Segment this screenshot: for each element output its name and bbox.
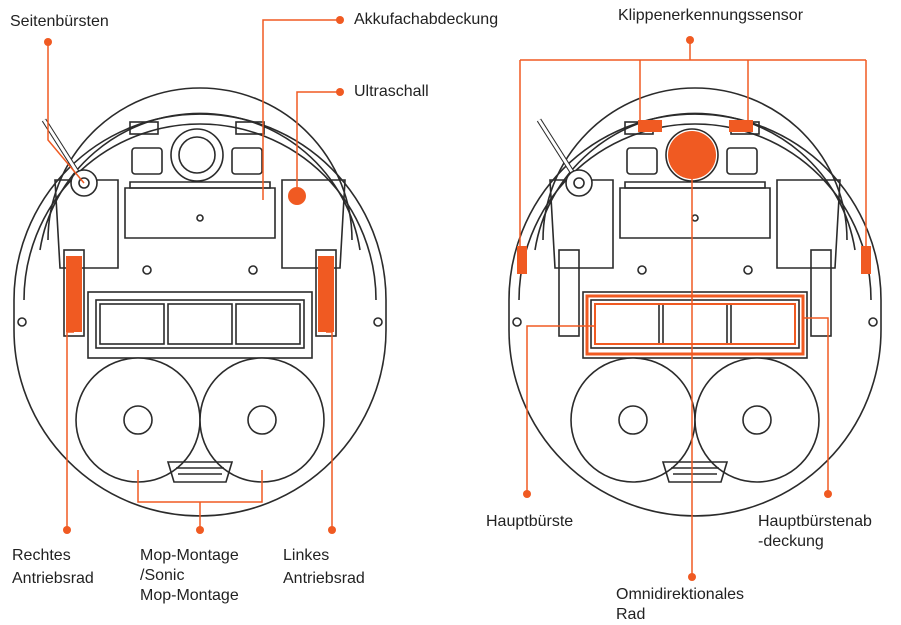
label-hauptbuerstenabdeckung: Hauptbürstenab -deckung xyxy=(758,512,872,552)
label-omnidirektionales-rad: Omnidirektionales Rad xyxy=(616,585,744,625)
leader-lines xyxy=(47,19,867,577)
label-rechtes-line2: Antriebsrad xyxy=(12,570,94,587)
robot-right xyxy=(508,87,882,517)
label-omni-line1: Omnidirektionales xyxy=(616,586,745,603)
label-ultraschall: Ultraschall xyxy=(354,83,429,100)
robot-left xyxy=(13,87,387,517)
left-drive-wheel xyxy=(318,256,334,332)
label-mop-montage: Mop-Montage /Sonic Mop-Montage xyxy=(140,546,239,606)
label-linkes-line1: Linkes xyxy=(283,547,330,564)
main-brush-highlight xyxy=(594,303,796,345)
label-omni-line2: Rad xyxy=(616,606,646,623)
label-hauptabdeckung-line2: -deckung xyxy=(758,533,824,550)
label-mop-line2: /Sonic xyxy=(140,567,185,584)
label-rechtes-line1: Rechtes xyxy=(12,547,71,564)
cliff-sensor-side-left xyxy=(517,246,527,274)
right-drive-wheel xyxy=(66,256,82,332)
label-mop-line1: Mop-Montage xyxy=(140,547,239,564)
ultrasonic-sensor xyxy=(288,187,306,205)
label-klippenerkennungssensor: Klippenerkennungssensor xyxy=(618,7,804,24)
label-linkes-antriebsrad: Linkes Antriebsrad xyxy=(283,546,365,589)
label-hauptbuerste: Hauptbürste xyxy=(486,513,574,530)
main-brush-cover-highlight xyxy=(585,294,805,356)
leader-dots xyxy=(44,16,832,581)
cliff-sensor-side-right xyxy=(861,246,871,274)
label-hauptabdeckung-line1: Hauptbürstenab xyxy=(758,513,872,530)
label-akkufachabdeckung: Akkufachabdeckung xyxy=(354,11,499,28)
label-mop-line3: Mop-Montage xyxy=(140,587,239,604)
cliff-sensor-top-right xyxy=(729,120,753,132)
cliff-sensor-top-left xyxy=(638,120,662,132)
side-brush-right xyxy=(536,118,593,197)
label-rechtes-antriebsrad: Rechtes Antriebsrad xyxy=(12,546,94,589)
label-linkes-line2: Antriebsrad xyxy=(283,570,365,587)
label-seitenbuersten: Seitenbürsten xyxy=(10,13,109,30)
